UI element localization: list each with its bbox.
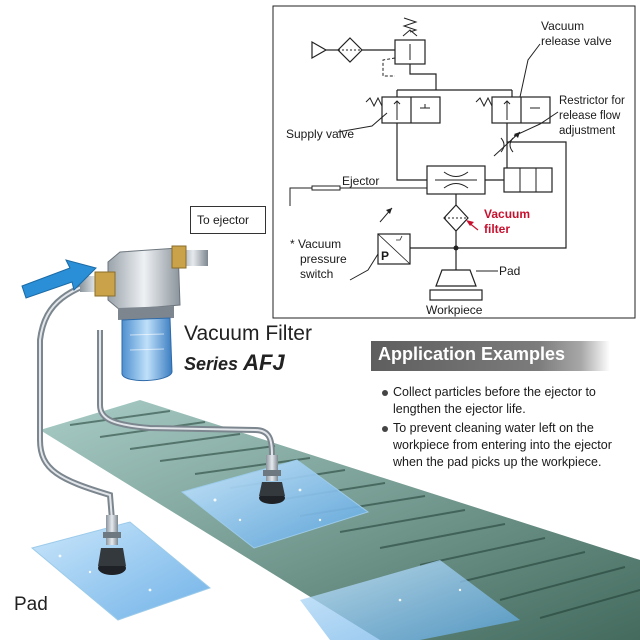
water-droplets <box>58 488 462 607</box>
glass-workpiece-bottom <box>300 560 520 640</box>
supply-filter-icon <box>337 37 395 63</box>
series-word: Series <box>184 354 239 374</box>
pressure-switch-icon <box>377 207 411 265</box>
suction-pad-right <box>259 455 285 504</box>
pad-symbol-icon <box>429 266 483 301</box>
flow-arrow-icon <box>21 259 97 299</box>
supply-valve-icon <box>365 96 441 124</box>
supply-valve-label: Supply valve <box>286 127 355 141</box>
ejector-label: Ejector <box>342 174 380 188</box>
tube-right <box>97 330 275 456</box>
application-list: Collect particles before the ejector to … <box>381 384 631 473</box>
vacuum-pressure-switch-label: * Vacuum pressure switch <box>290 237 347 281</box>
vacuum-filter-leader <box>466 220 479 231</box>
workpiece-label: Workpiece <box>426 303 483 317</box>
pneumatic-schematic <box>272 5 636 319</box>
air-supply-icon <box>311 40 338 60</box>
vacuum-release-valve-icon <box>475 96 551 124</box>
product-name: Vacuum Filter <box>184 322 312 345</box>
label-leaders <box>337 43 559 281</box>
list-item: Collect particles before the ejector to … <box>381 384 631 418</box>
product-series: Series AFJ <box>184 350 285 376</box>
vacuum-release-valve-label: Vacuum release valve <box>541 19 612 48</box>
series-code: AFJ <box>243 350 285 375</box>
application-title-band <box>371 341 610 371</box>
vacuum-filter-label: Vacuum filter <box>484 207 531 236</box>
application-title: Application Examples <box>378 344 566 364</box>
suction-pad-left <box>98 515 126 575</box>
to-ejector-label: To ejector <box>190 206 266 234</box>
tube-left <box>37 273 115 521</box>
ejector-icon <box>426 165 553 195</box>
restrictor-label: Restrictor for release flow adjustment <box>559 95 625 137</box>
list-item: To prevent cleaning water left on the wo… <box>381 420 631 471</box>
vacuum-filter-product <box>80 245 208 382</box>
pad-illustration-label: Pad <box>14 594 48 615</box>
pad-schematic-label: Pad <box>499 264 521 278</box>
pressure-switch-letter: P <box>381 249 390 263</box>
glass-workpiece-right <box>180 459 370 549</box>
